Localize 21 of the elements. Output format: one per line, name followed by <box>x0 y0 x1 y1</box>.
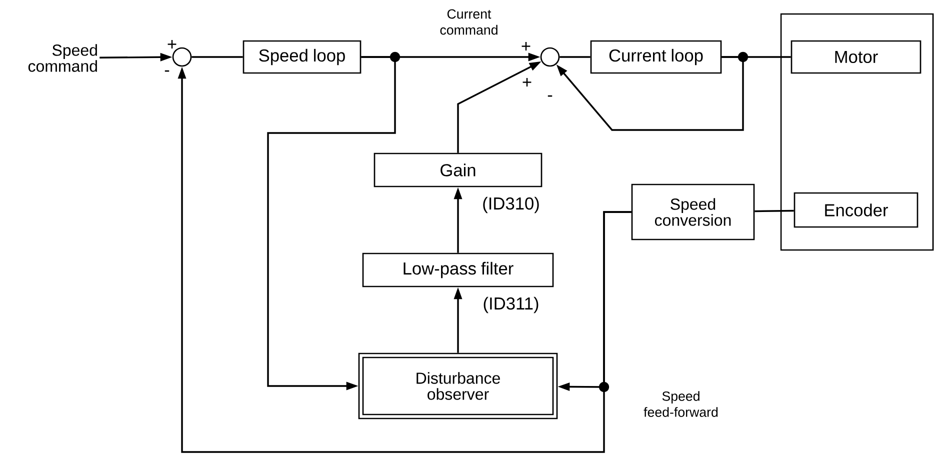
sign-label: - <box>548 95 552 97</box>
block-box: Gain <box>374 152 542 188</box>
sign-label: - <box>164 70 170 72</box>
block-box: Speed loop <box>242 40 362 74</box>
sign-label: + <box>522 42 530 50</box>
block-box: Motor <box>790 40 922 74</box>
edge-label: Current command <box>440 9 498 35</box>
parameter-label: (ID310) <box>483 196 539 214</box>
block-box: Low-pass filter <box>362 252 554 288</box>
block-box: Encoder <box>794 192 918 228</box>
parameter-label: (ID311) <box>484 296 538 314</box>
plant-frame <box>780 13 934 251</box>
sign-label: + <box>168 40 176 48</box>
summing-junction <box>172 47 192 67</box>
double-bordered-box: Disturbance observer <box>358 352 558 420</box>
block-box: Current loop <box>590 40 722 74</box>
sign-label: + <box>522 78 532 86</box>
note-label: Speed feed-forward <box>644 391 718 417</box>
summing-junction <box>540 47 560 67</box>
input-label: Speed command <box>28 44 97 72</box>
block-box: Speed conversion <box>631 184 755 240</box>
